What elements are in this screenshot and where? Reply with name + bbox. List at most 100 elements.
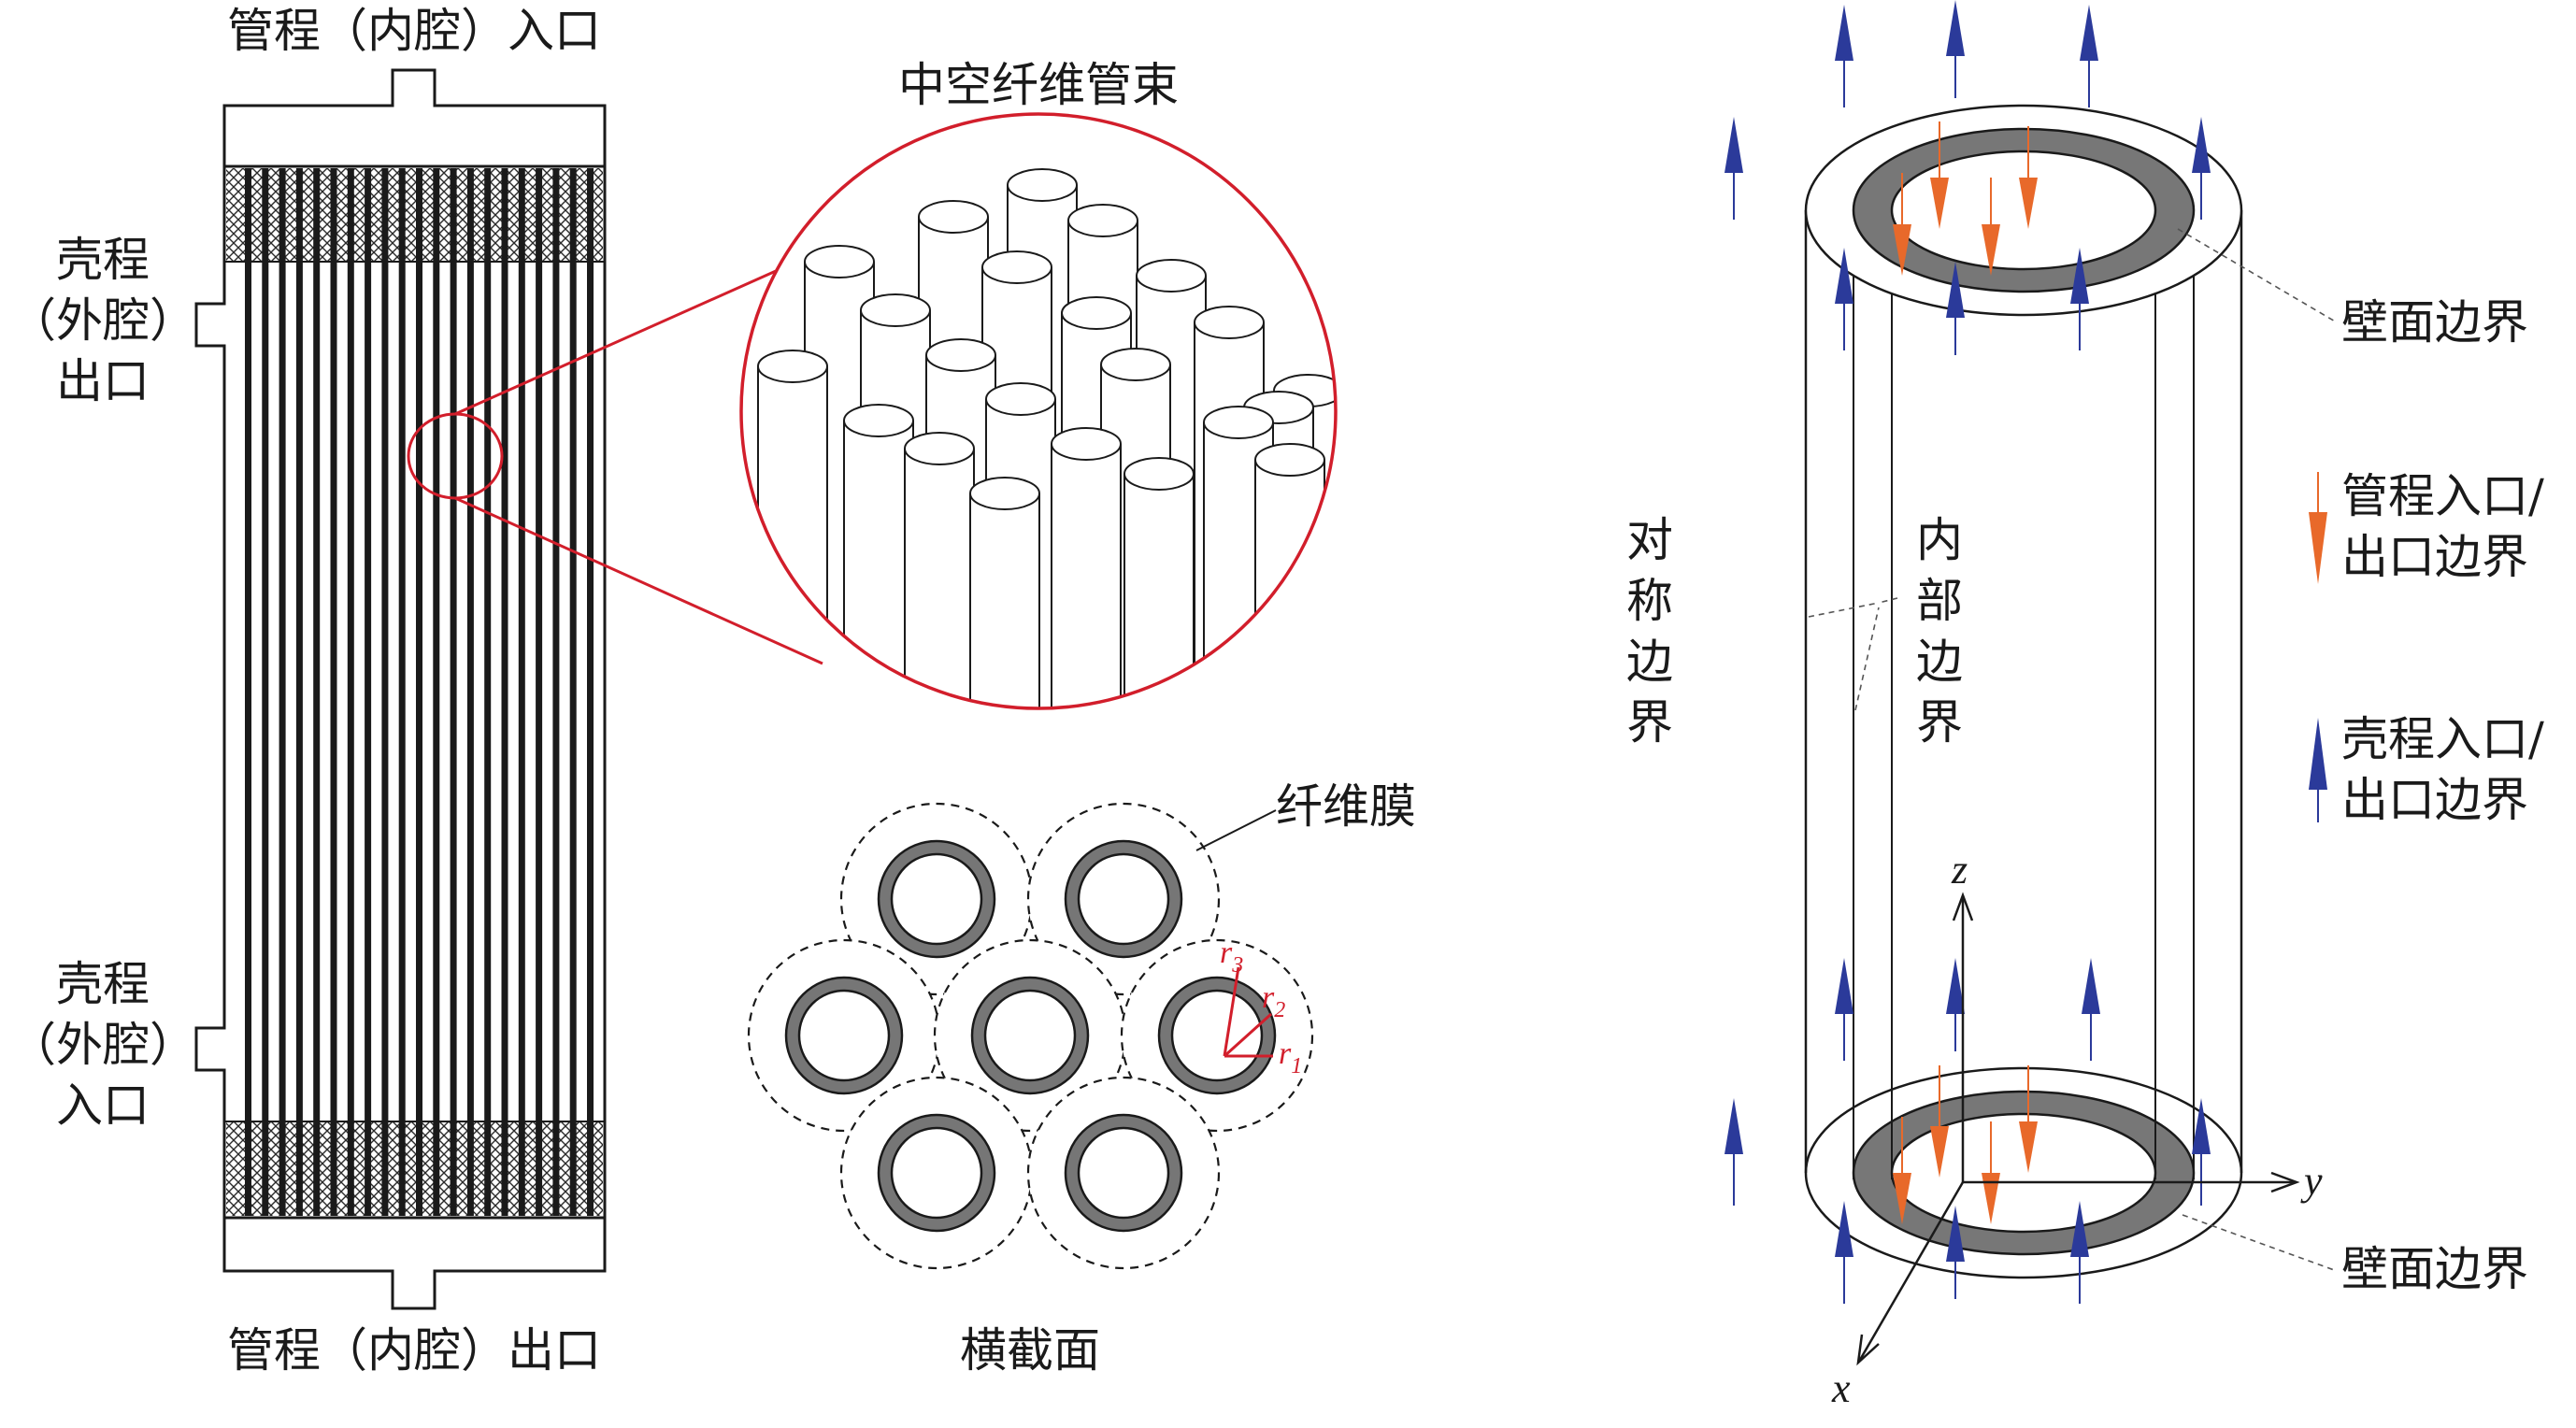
tube-side-arrow <box>1982 1121 2000 1224</box>
leader-lines <box>1808 228 2338 1272</box>
fiber-line <box>245 168 251 1216</box>
wall-boundary-top-label: 壁面边界 <box>2341 295 2528 350</box>
fiber-cylinder <box>1123 457 1195 708</box>
bundle-title: 中空纤维管束 <box>898 58 1179 112</box>
svg-text:壳程: 壳程 <box>56 233 150 287</box>
fiber-line <box>416 168 422 1216</box>
radius-annotation: r3 r2 r1 <box>1220 935 1302 1078</box>
cross-section-title: 横截面 <box>960 1323 1100 1378</box>
axis-z-label: z <box>1951 847 1968 892</box>
cross-section <box>747 802 1314 1270</box>
legend: 管程入口/ 出口边界 壳程入口/ 出口边界 <box>2309 469 2544 827</box>
fiber-cross-section <box>839 1076 1034 1270</box>
shell-side-arrow <box>1946 958 1965 1051</box>
fiber-line <box>330 168 337 1216</box>
svg-text:r2: r2 <box>1262 980 1285 1022</box>
svg-text:壳程: 壳程 <box>56 957 150 1011</box>
tube-side-arrow <box>2019 1065 2038 1173</box>
fiber-cylinder <box>904 432 975 708</box>
shell-side-arrow <box>2070 248 2089 350</box>
tube-side-arrow <box>2019 126 2038 229</box>
shell-side-arrow <box>1835 958 1853 1061</box>
shell-side-arrow <box>1724 1098 1743 1206</box>
axis-x-label: x <box>1831 1365 1851 1411</box>
fiber-line <box>381 168 389 1216</box>
fiber-line <box>501 168 508 1216</box>
svg-text:界: 界 <box>1916 695 1963 750</box>
shell-side-arrow <box>2082 958 2100 1061</box>
legend-tube-side: 管程入口/ 出口边界 <box>2309 469 2544 584</box>
svg-text:出口: 出口 <box>56 354 150 408</box>
svg-text:称: 称 <box>1626 574 1673 628</box>
tube-side-arrow <box>1893 173 1911 276</box>
symmetry-boundary-label: 对 称 边 界 <box>1626 513 1673 750</box>
fiber-line <box>518 168 525 1216</box>
tube-side-arrow <box>1893 1117 1911 1224</box>
svg-text:对: 对 <box>1626 513 1673 567</box>
fiber-line <box>569 168 577 1216</box>
fiber-cross-section <box>1026 802 1221 996</box>
fiber-line <box>262 168 269 1216</box>
fiber-line <box>536 168 543 1216</box>
fiber-line <box>552 168 560 1216</box>
svg-text:边: 边 <box>1916 635 1963 689</box>
wall-boundary-bottom-label: 壁面边界 <box>2341 1242 2528 1296</box>
shell-side-arrow <box>1946 1206 1965 1299</box>
coordinate-axes <box>1856 892 2300 1366</box>
svg-text:部: 部 <box>1916 574 1963 628</box>
tube-inlet-label: 管程（内腔）入口 <box>227 4 601 58</box>
shell-side-arrow <box>2192 117 2211 220</box>
fiber-cylinder <box>969 477 1040 708</box>
zoom-connector-top <box>454 269 777 416</box>
fiber-cross-section <box>839 802 1034 996</box>
svg-text:出口边界: 出口边界 <box>2341 773 2528 827</box>
tube-side-arrow <box>1930 121 1949 229</box>
shell-side-arrow <box>2070 1201 2089 1304</box>
fiber-line <box>450 168 457 1216</box>
shell-side-arrow <box>2192 1098 2211 1206</box>
shell-side-arrow <box>1835 5 1853 107</box>
svg-text:r3: r3 <box>1220 935 1243 978</box>
svg-text:界: 界 <box>1626 695 1673 750</box>
fiber-line <box>433 168 440 1216</box>
svg-text:入口: 入口 <box>56 1078 150 1133</box>
boundary-arrows <box>1724 0 2211 1304</box>
cylinder-3d-model <box>1804 104 2243 1279</box>
shell-side-arrow <box>1724 117 1743 220</box>
tube-side-arrow <box>1982 178 2000 276</box>
svg-text:边: 边 <box>1626 635 1673 689</box>
hollow-fiber-lines <box>245 168 594 1216</box>
tube-outlet-label: 管程（内腔）出口 <box>227 1323 601 1378</box>
fiber-line <box>587 168 594 1216</box>
shell-inlet-label: 壳程 （外腔） 入口 <box>9 957 196 1133</box>
tube-side-arrow <box>1930 1065 1949 1178</box>
fiber-cylinders <box>757 168 1336 708</box>
shell-side-arrow <box>1946 262 1965 355</box>
shell-side-arrow <box>1835 1201 1853 1304</box>
fiber-line <box>398 168 406 1216</box>
shell-side-arrow <box>1946 0 1965 98</box>
legend-shell-side: 壳程入口/ 出口边界 <box>2309 712 2544 827</box>
fiber-line <box>313 168 321 1216</box>
svg-text:管程入口/: 管程入口/ <box>2341 469 2544 523</box>
fiber-line <box>279 168 286 1216</box>
fiber-cross-section <box>1120 938 1314 1133</box>
fiber-cylinder <box>1051 427 1122 708</box>
membrane-leader <box>1195 809 1277 851</box>
svg-text:内: 内 <box>1916 513 1963 567</box>
inner-boundary-label: 内 部 边 界 <box>1916 513 1963 750</box>
shell-side-arrow <box>2080 5 2098 107</box>
fiber-line <box>365 168 372 1216</box>
svg-text:壳程入口/: 壳程入口/ <box>2341 712 2544 766</box>
axis-y-label: y <box>2300 1158 2323 1204</box>
zoom-connector-bottom <box>454 496 823 665</box>
module-housing <box>194 68 607 1310</box>
shell-side-arrow <box>1835 248 1853 350</box>
fiber-cross-section <box>1026 1076 1221 1270</box>
svg-text:（外腔）: （外腔） <box>9 293 196 348</box>
fiber-line <box>295 168 303 1216</box>
fiber-line <box>466 168 474 1216</box>
membrane-label: 纤维膜 <box>1276 779 1416 834</box>
